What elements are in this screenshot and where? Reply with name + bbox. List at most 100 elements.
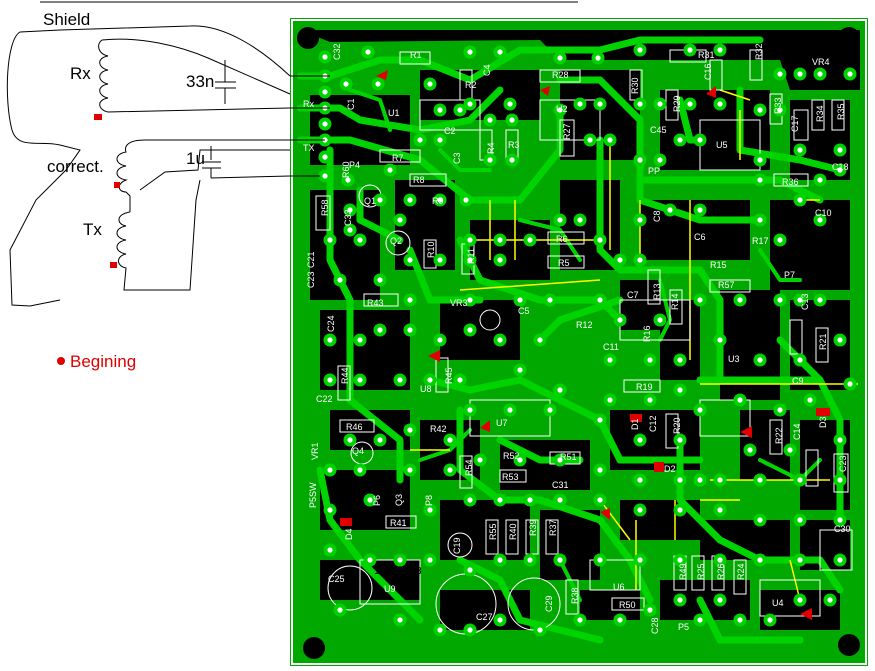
component-label-r49: R49	[678, 563, 688, 580]
component-label-c25: C25	[328, 574, 345, 584]
component-label-p4: P4	[349, 160, 361, 170]
pad-hole	[797, 557, 803, 563]
pad-hole	[467, 567, 473, 573]
pad-hole	[557, 557, 563, 563]
component-label-r12: R12	[576, 320, 593, 330]
component-label-c6: C6	[694, 232, 706, 242]
pad-hole	[347, 227, 353, 233]
component-label-r21: R21	[818, 333, 828, 350]
pad-hole	[367, 497, 373, 503]
pad-hole	[837, 557, 843, 563]
pad-hole	[637, 477, 643, 483]
pad-hole	[595, 55, 601, 61]
pad-hole	[337, 277, 343, 283]
pad-hole	[617, 257, 623, 263]
pad-hole	[322, 89, 328, 95]
pad-hole	[677, 137, 683, 143]
pad-hole	[697, 137, 703, 143]
component-label-c5: C5	[518, 306, 530, 316]
component-label-r34: R34	[815, 105, 825, 122]
pcb-board	[290, 18, 868, 666]
component-label-r6: R6	[556, 234, 568, 244]
correction-coil-label: correct.	[47, 157, 104, 176]
pad-hole	[377, 437, 383, 443]
pad-hole	[757, 477, 763, 483]
component-label-c28: C28	[650, 617, 660, 634]
pad-hole	[322, 173, 328, 179]
pad-hole	[397, 217, 403, 223]
component-label-r35: R35	[836, 103, 846, 120]
component-label-r27: R27	[562, 123, 572, 140]
pad-hole	[597, 297, 603, 303]
component-label-c24: C24	[326, 315, 336, 332]
component-label-r4: R4	[486, 142, 496, 154]
pad-hole	[637, 507, 643, 513]
pad-hole	[547, 407, 553, 413]
pad-hole	[797, 71, 803, 77]
pad-hole	[747, 447, 753, 453]
pad-hole	[837, 517, 843, 523]
pad-hole	[322, 121, 328, 127]
component-label-p6: P6	[372, 494, 382, 506]
component-label-c14: C14	[792, 423, 802, 440]
pad-hole	[767, 617, 773, 623]
pad-hole	[637, 557, 643, 563]
pad-hole	[667, 207, 673, 213]
regulator-pin-3: 3	[416, 566, 422, 577]
component-label-c18: C18	[832, 162, 849, 172]
pad-hole	[537, 337, 543, 343]
pad-hole	[657, 157, 663, 163]
pad-hole	[357, 377, 363, 383]
component-label-c30: C30	[834, 524, 851, 534]
pad-hole	[467, 407, 473, 413]
component-label-r46: R46	[346, 422, 363, 432]
pad-hole	[757, 357, 763, 363]
component-label-r36: R36	[782, 177, 799, 187]
pad-hole	[577, 617, 583, 623]
component-label-vr3: VR3	[450, 298, 468, 308]
component-label-q2: Q2	[390, 236, 403, 246]
component-label-p5sw: P5SW	[308, 482, 318, 508]
pad-hole	[597, 557, 603, 563]
pad-hole	[577, 101, 583, 107]
pad-hole	[757, 517, 763, 523]
pad-hole	[437, 627, 443, 633]
component-label-c22: C22	[316, 394, 333, 404]
pad-hole	[397, 617, 403, 623]
pad-hole	[417, 137, 423, 143]
pad-hole	[637, 157, 643, 163]
pad-hole	[397, 377, 403, 383]
pad-hole	[427, 557, 433, 563]
component-label-r60: R60	[341, 161, 351, 178]
mounting-holes	[297, 27, 860, 659]
pad-hole	[717, 47, 723, 53]
pad-hole	[497, 497, 503, 503]
pad-hole	[397, 557, 403, 563]
pad-hole	[837, 167, 843, 173]
pad-hole	[347, 207, 353, 213]
pad-hole	[717, 101, 723, 107]
component-label-c19: C19	[452, 537, 462, 554]
pad-hole	[497, 337, 503, 343]
pad-hole	[607, 357, 613, 363]
pad-hole	[597, 237, 603, 243]
pad-hole	[677, 387, 683, 393]
pad-hole	[847, 71, 853, 77]
pad-hole	[807, 397, 813, 403]
component-label-vr1: VR1	[310, 442, 320, 460]
component-label-c23: C23	[838, 455, 848, 472]
component-label-pp: PP	[648, 166, 661, 176]
pad-hole	[377, 277, 383, 283]
component-label-c45: C45	[650, 125, 667, 135]
pad-hole	[637, 47, 643, 53]
pad-hole	[757, 157, 763, 163]
component-label-c33: C33	[343, 209, 353, 226]
pad-hole	[407, 197, 413, 203]
pad-hole	[327, 547, 333, 553]
pad-hole	[527, 237, 533, 243]
component-label-r57: R57	[718, 280, 735, 290]
pad-hole	[637, 101, 643, 107]
component-label-c8: C8	[652, 210, 662, 222]
component-label-c3: C3	[452, 152, 462, 164]
